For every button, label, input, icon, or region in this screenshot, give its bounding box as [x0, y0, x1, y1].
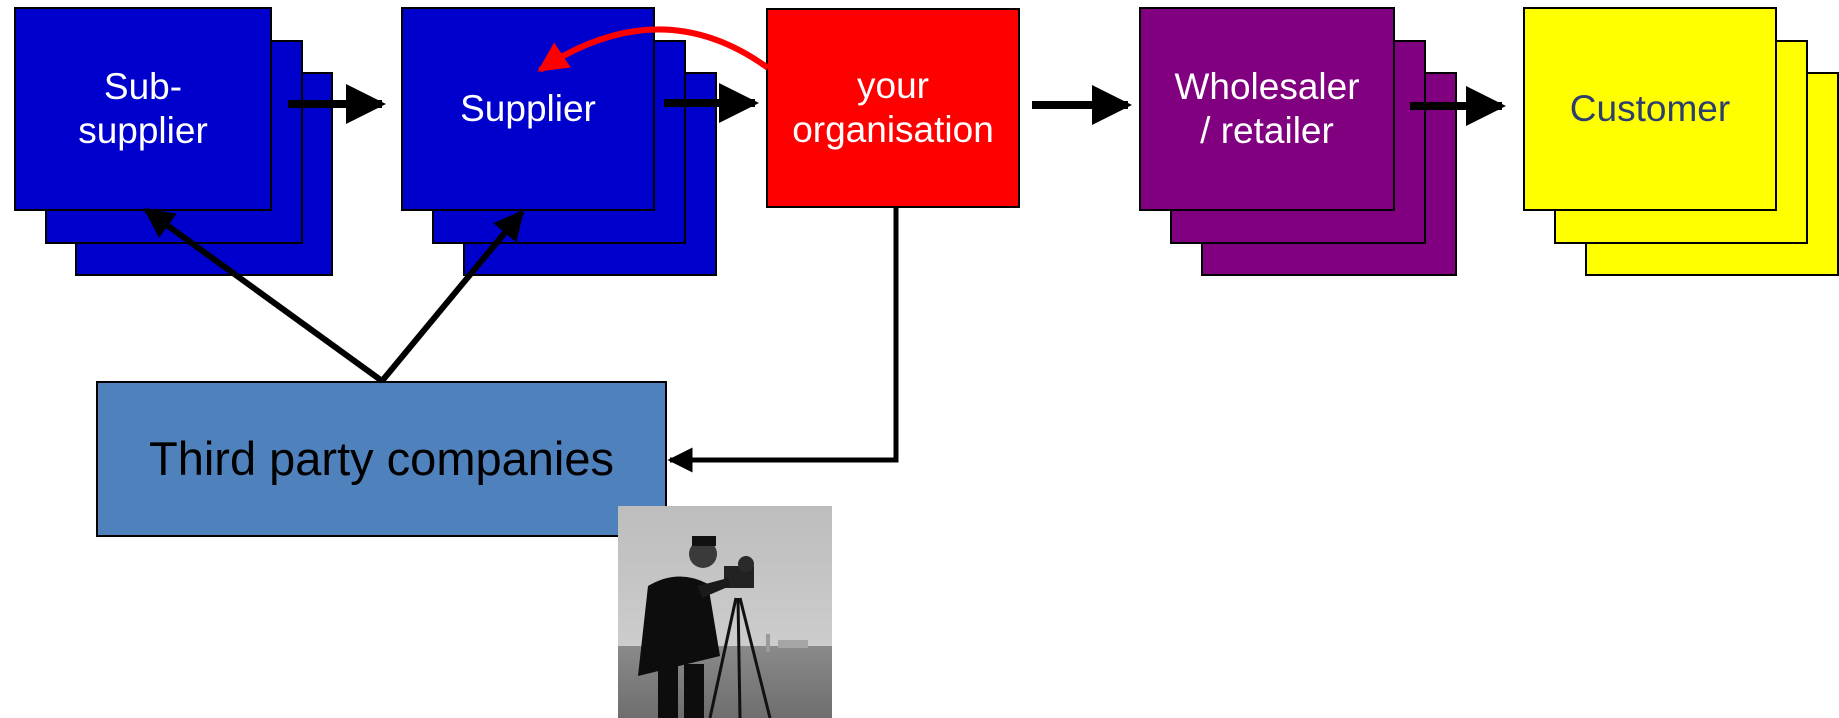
third-party-node: Third party companies [96, 381, 667, 537]
arrow-third-party-to-sub-supplier [143, 207, 384, 384]
arrow-organisation-to-supplier-curved [537, 26, 770, 73]
wholesaler-label: Wholesaler / retailer [1174, 65, 1360, 151]
arrow-organisation-to-third-party [667, 208, 899, 473]
supplier-node: Supplier [401, 7, 655, 211]
customer-label: Customer [1569, 87, 1731, 129]
sub-supplier-label: Sub- supplier [78, 65, 208, 151]
wholesaler-node: Wholesaler / retailer [1139, 7, 1395, 211]
supplier-label: Supplier [460, 87, 596, 129]
cameraman-photo [618, 506, 832, 718]
your-organisation-label: your organisation [792, 64, 994, 150]
arrow-third-party-to-supplier [379, 209, 525, 383]
sub-supplier-node: Sub- supplier [14, 7, 272, 211]
customer-node: Customer [1523, 7, 1777, 211]
third-party-label: Third party companies [149, 431, 614, 485]
your-organisation-node: your organisation [766, 8, 1020, 208]
